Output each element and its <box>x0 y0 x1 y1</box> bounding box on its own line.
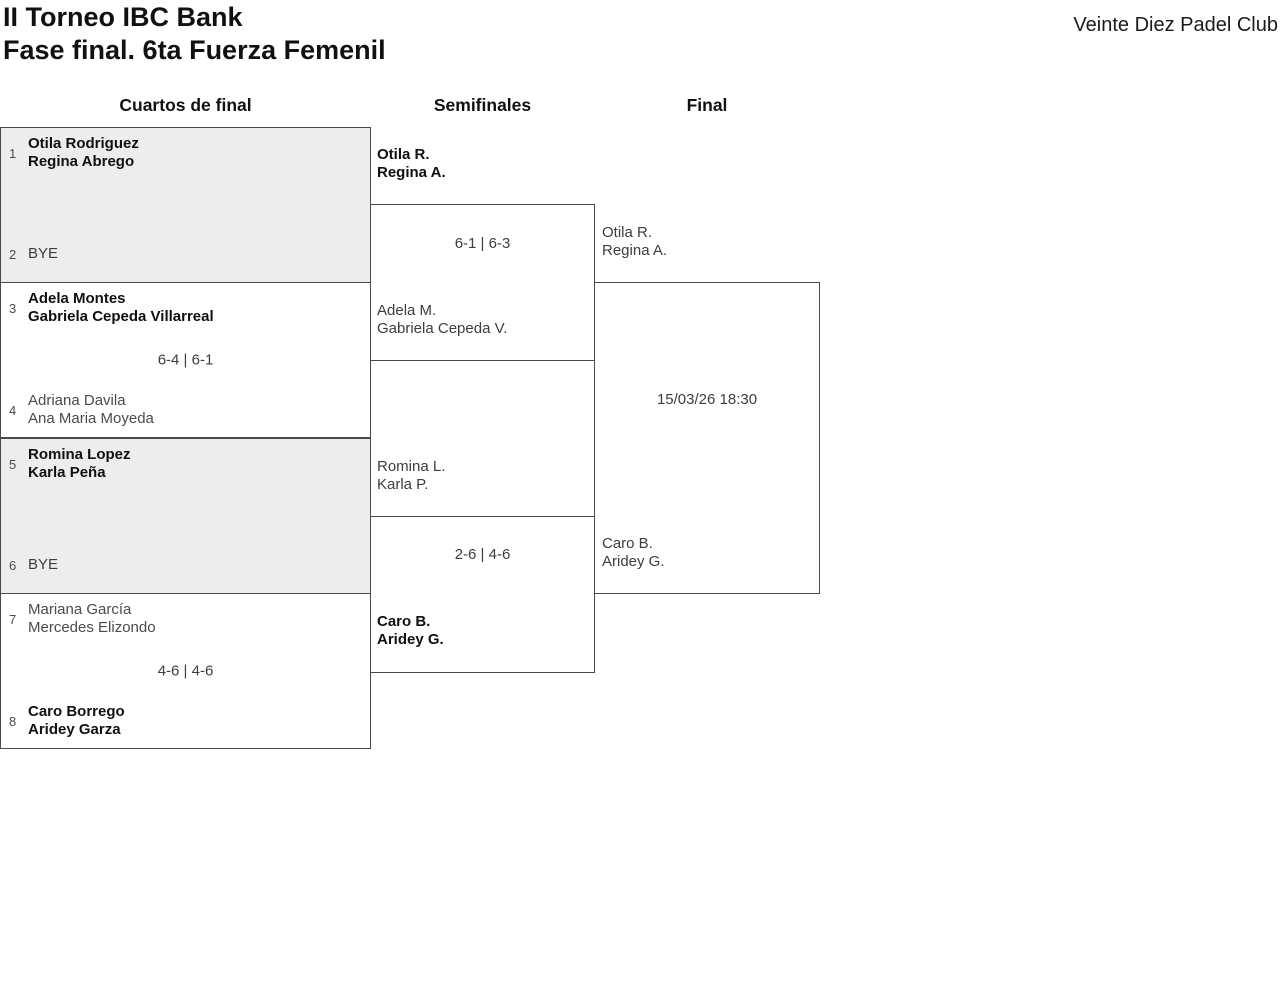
match-semifinal-2 <box>370 516 595 673</box>
match-quarterfinal-2: 3 Adela Montes Gabriela Cepeda Villarrea… <box>0 282 371 438</box>
club-name: Veinte Diez Padel Club <box>1073 14 1278 36</box>
player-name: BYE <box>28 556 59 573</box>
player-name: Aridey Garza <box>28 721 121 738</box>
player-name: Caro B. <box>602 535 653 552</box>
match-quarterfinal-4: 7 Mariana García Mercedes Elizondo 4-6 |… <box>0 593 371 749</box>
player-name: Otila R. <box>602 224 653 241</box>
player-name: Caro B. <box>377 613 431 630</box>
player-name: Regina A. <box>602 242 668 259</box>
team-name: Caro B. Aridey G. <box>602 535 665 571</box>
match-quarterfinal-1: 1 Otila Rodriguez Regina Abrego 2 BYE <box>0 127 371 283</box>
team-name: Otila R. Regina A. <box>602 224 667 260</box>
team-name: Otila Rodriguez Regina Abrego <box>28 135 139 171</box>
team-name: Adela M. Gabriela Cepeda V. <box>377 302 507 338</box>
team-row: 2 BYE <box>9 245 362 263</box>
team-row: 7 Mariana García Mercedes Elizondo <box>9 601 362 637</box>
player-name: Adriana Davila <box>28 392 126 409</box>
player-name: BYE <box>28 245 59 262</box>
team-name: Caro B. Aridey G. <box>377 613 444 649</box>
seed-number: 1 <box>9 145 17 161</box>
player-name: Ana Maria Moyeda <box>28 410 154 427</box>
round-header-final: Final <box>686 95 728 115</box>
team-name: Caro Borrego Aridey Garza <box>28 703 125 739</box>
player-name: Otila R. <box>377 146 430 163</box>
player-name: Regina A. <box>377 164 446 181</box>
seed-number: 5 <box>9 456 17 472</box>
seed-number: 4 <box>9 402 17 418</box>
team-row: 3 Adela Montes Gabriela Cepeda Villarrea… <box>9 290 362 326</box>
team-row: 8 Caro Borrego Aridey Garza <box>9 703 362 739</box>
match-score: 2-6 | 4-6 <box>454 546 511 563</box>
player-name: Romina Lopez <box>28 446 131 463</box>
page-title: II Torneo IBC Bank Fase final. 6ta Fuerz… <box>3 2 386 65</box>
team-name: BYE <box>28 556 58 574</box>
match-final <box>594 282 820 594</box>
match-schedule: 15/03/26 18:30 <box>656 391 758 408</box>
seed-number: 6 <box>9 557 17 573</box>
player-name: Aridey G. <box>377 631 444 648</box>
round-header-quarterfinals: Cuartos de final <box>119 95 252 115</box>
player-name: Gabriela Cepeda V. <box>377 320 508 337</box>
player-name: Mariana García <box>28 601 132 618</box>
round-header-semifinals: Semifinales <box>433 95 532 115</box>
team-name: Adela Montes Gabriela Cepeda Villarreal <box>28 290 214 326</box>
match-quarterfinal-3: 5 Romina Lopez Karla Peña 6 BYE <box>0 438 371 594</box>
player-name: Caro Borrego <box>28 703 125 720</box>
team-name: BYE <box>28 245 58 263</box>
team-name: Mariana García Mercedes Elizondo <box>28 601 156 637</box>
match-score: 6-1 | 6-3 <box>454 235 511 252</box>
player-name: Karla P. <box>377 476 429 493</box>
player-name: Mercedes Elizondo <box>28 619 156 636</box>
team-name: Otila R. Regina A. <box>377 146 446 182</box>
player-name: Romina L. <box>377 458 446 475</box>
seed-number: 8 <box>9 713 17 729</box>
player-name: Aridey G. <box>602 553 665 570</box>
seed-number: 3 <box>9 300 17 316</box>
team-row: 1 Otila Rodriguez Regina Abrego <box>9 135 362 171</box>
player-name: Otila Rodriguez <box>28 135 139 152</box>
player-name: Adela M. <box>377 302 437 319</box>
seed-number: 7 <box>9 611 17 627</box>
team-name: Adriana Davila Ana Maria Moyeda <box>28 392 154 428</box>
player-name: Karla Peña <box>28 464 106 481</box>
team-row: 5 Romina Lopez Karla Peña <box>9 446 362 482</box>
player-name: Gabriela Cepeda Villarreal <box>28 308 214 325</box>
team-name: Romina Lopez Karla Peña <box>28 446 131 482</box>
team-row: 4 Adriana Davila Ana Maria Moyeda <box>9 392 362 428</box>
player-name: Adela Montes <box>28 290 126 307</box>
match-score: 4-6 | 4-6 <box>157 662 214 680</box>
player-name: Regina Abrego <box>28 153 135 170</box>
team-name: Romina L. Karla P. <box>377 458 445 494</box>
seed-number: 2 <box>9 246 17 262</box>
match-semifinal-1 <box>370 204 595 361</box>
match-score: 6-4 | 6-1 <box>157 351 214 369</box>
team-row: 6 BYE <box>9 556 362 574</box>
